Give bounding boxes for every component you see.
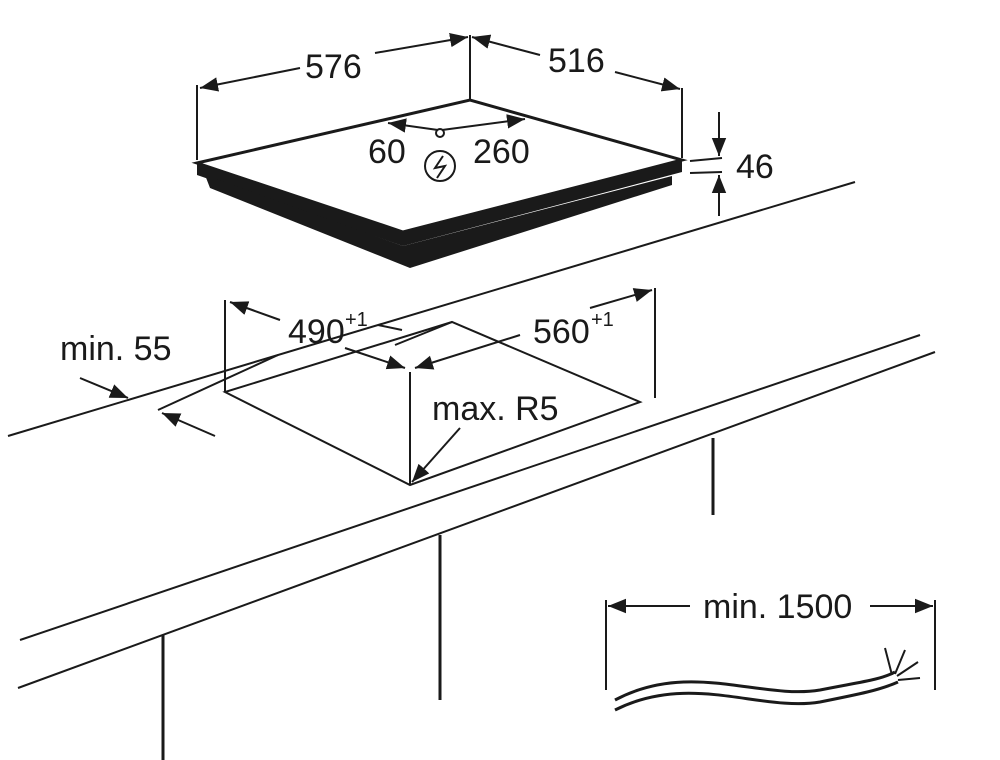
hob-dimensions xyxy=(196,32,727,216)
hob-depth-label: 516 xyxy=(548,42,605,80)
hob xyxy=(191,98,688,268)
cable xyxy=(605,598,936,712)
cable-length-label: min. 1500 xyxy=(703,588,852,626)
electric-hazard-icon xyxy=(424,150,456,182)
hob-edge xyxy=(197,160,682,246)
cutout xyxy=(222,320,643,487)
cutout-depth-tolerance: +1 xyxy=(591,309,614,331)
cutout-depth-label: 560 xyxy=(533,313,590,351)
lightning-icon xyxy=(432,155,448,179)
hob-width-label: 576 xyxy=(305,48,362,86)
hob-top xyxy=(191,98,688,234)
hob-base xyxy=(205,175,672,268)
cutout-width-label: 490 xyxy=(288,313,345,351)
worktop xyxy=(7,181,936,760)
min-edge-label: min. 55 xyxy=(60,330,172,368)
connection-point-icon xyxy=(435,128,445,138)
conn-offset-label: 60 xyxy=(368,133,406,171)
corner-radius-label: max. R5 xyxy=(432,390,559,428)
cutout-dimensions xyxy=(79,288,653,483)
conn-depth-label: 260 xyxy=(473,133,530,171)
hob-height-label: 46 xyxy=(736,148,774,186)
cutout-width-tolerance: +1 xyxy=(345,309,368,331)
